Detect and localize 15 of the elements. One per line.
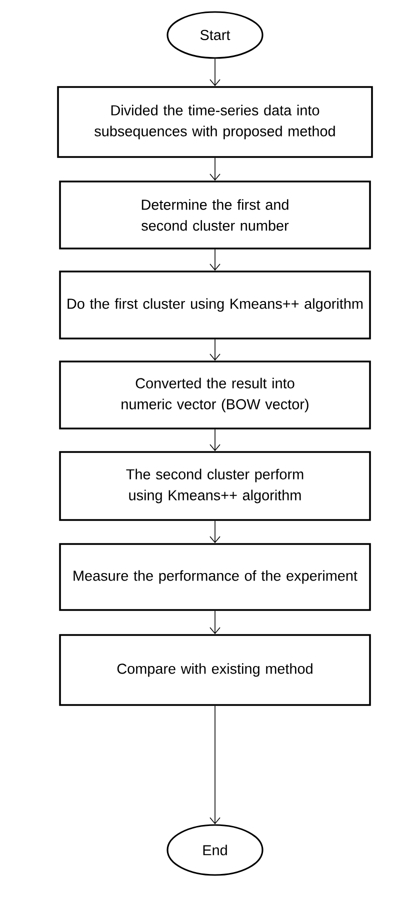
arrow xyxy=(210,706,220,824)
arrow xyxy=(210,158,220,181)
arrow xyxy=(210,610,220,634)
arrow xyxy=(210,249,220,271)
process-box: Do the first cluster using Kmeans++ algorithm xyxy=(59,270,371,340)
arrow xyxy=(210,520,220,544)
process-box: Determine the first and second cluster number xyxy=(59,180,371,250)
arrow xyxy=(210,58,220,86)
process-box: The second cluster perform using Kmeans++ algorithm xyxy=(59,451,371,521)
process-box: Compare with existing method xyxy=(59,634,371,706)
process-box: Converted the result into numeric vector (BOW vector) xyxy=(59,360,371,430)
process-box: Divided the time-series data into subsequences with proposed method xyxy=(57,86,373,158)
arrow xyxy=(210,339,220,361)
arrow xyxy=(210,429,220,452)
process-box: Measure the performance of the experiment xyxy=(59,543,371,611)
